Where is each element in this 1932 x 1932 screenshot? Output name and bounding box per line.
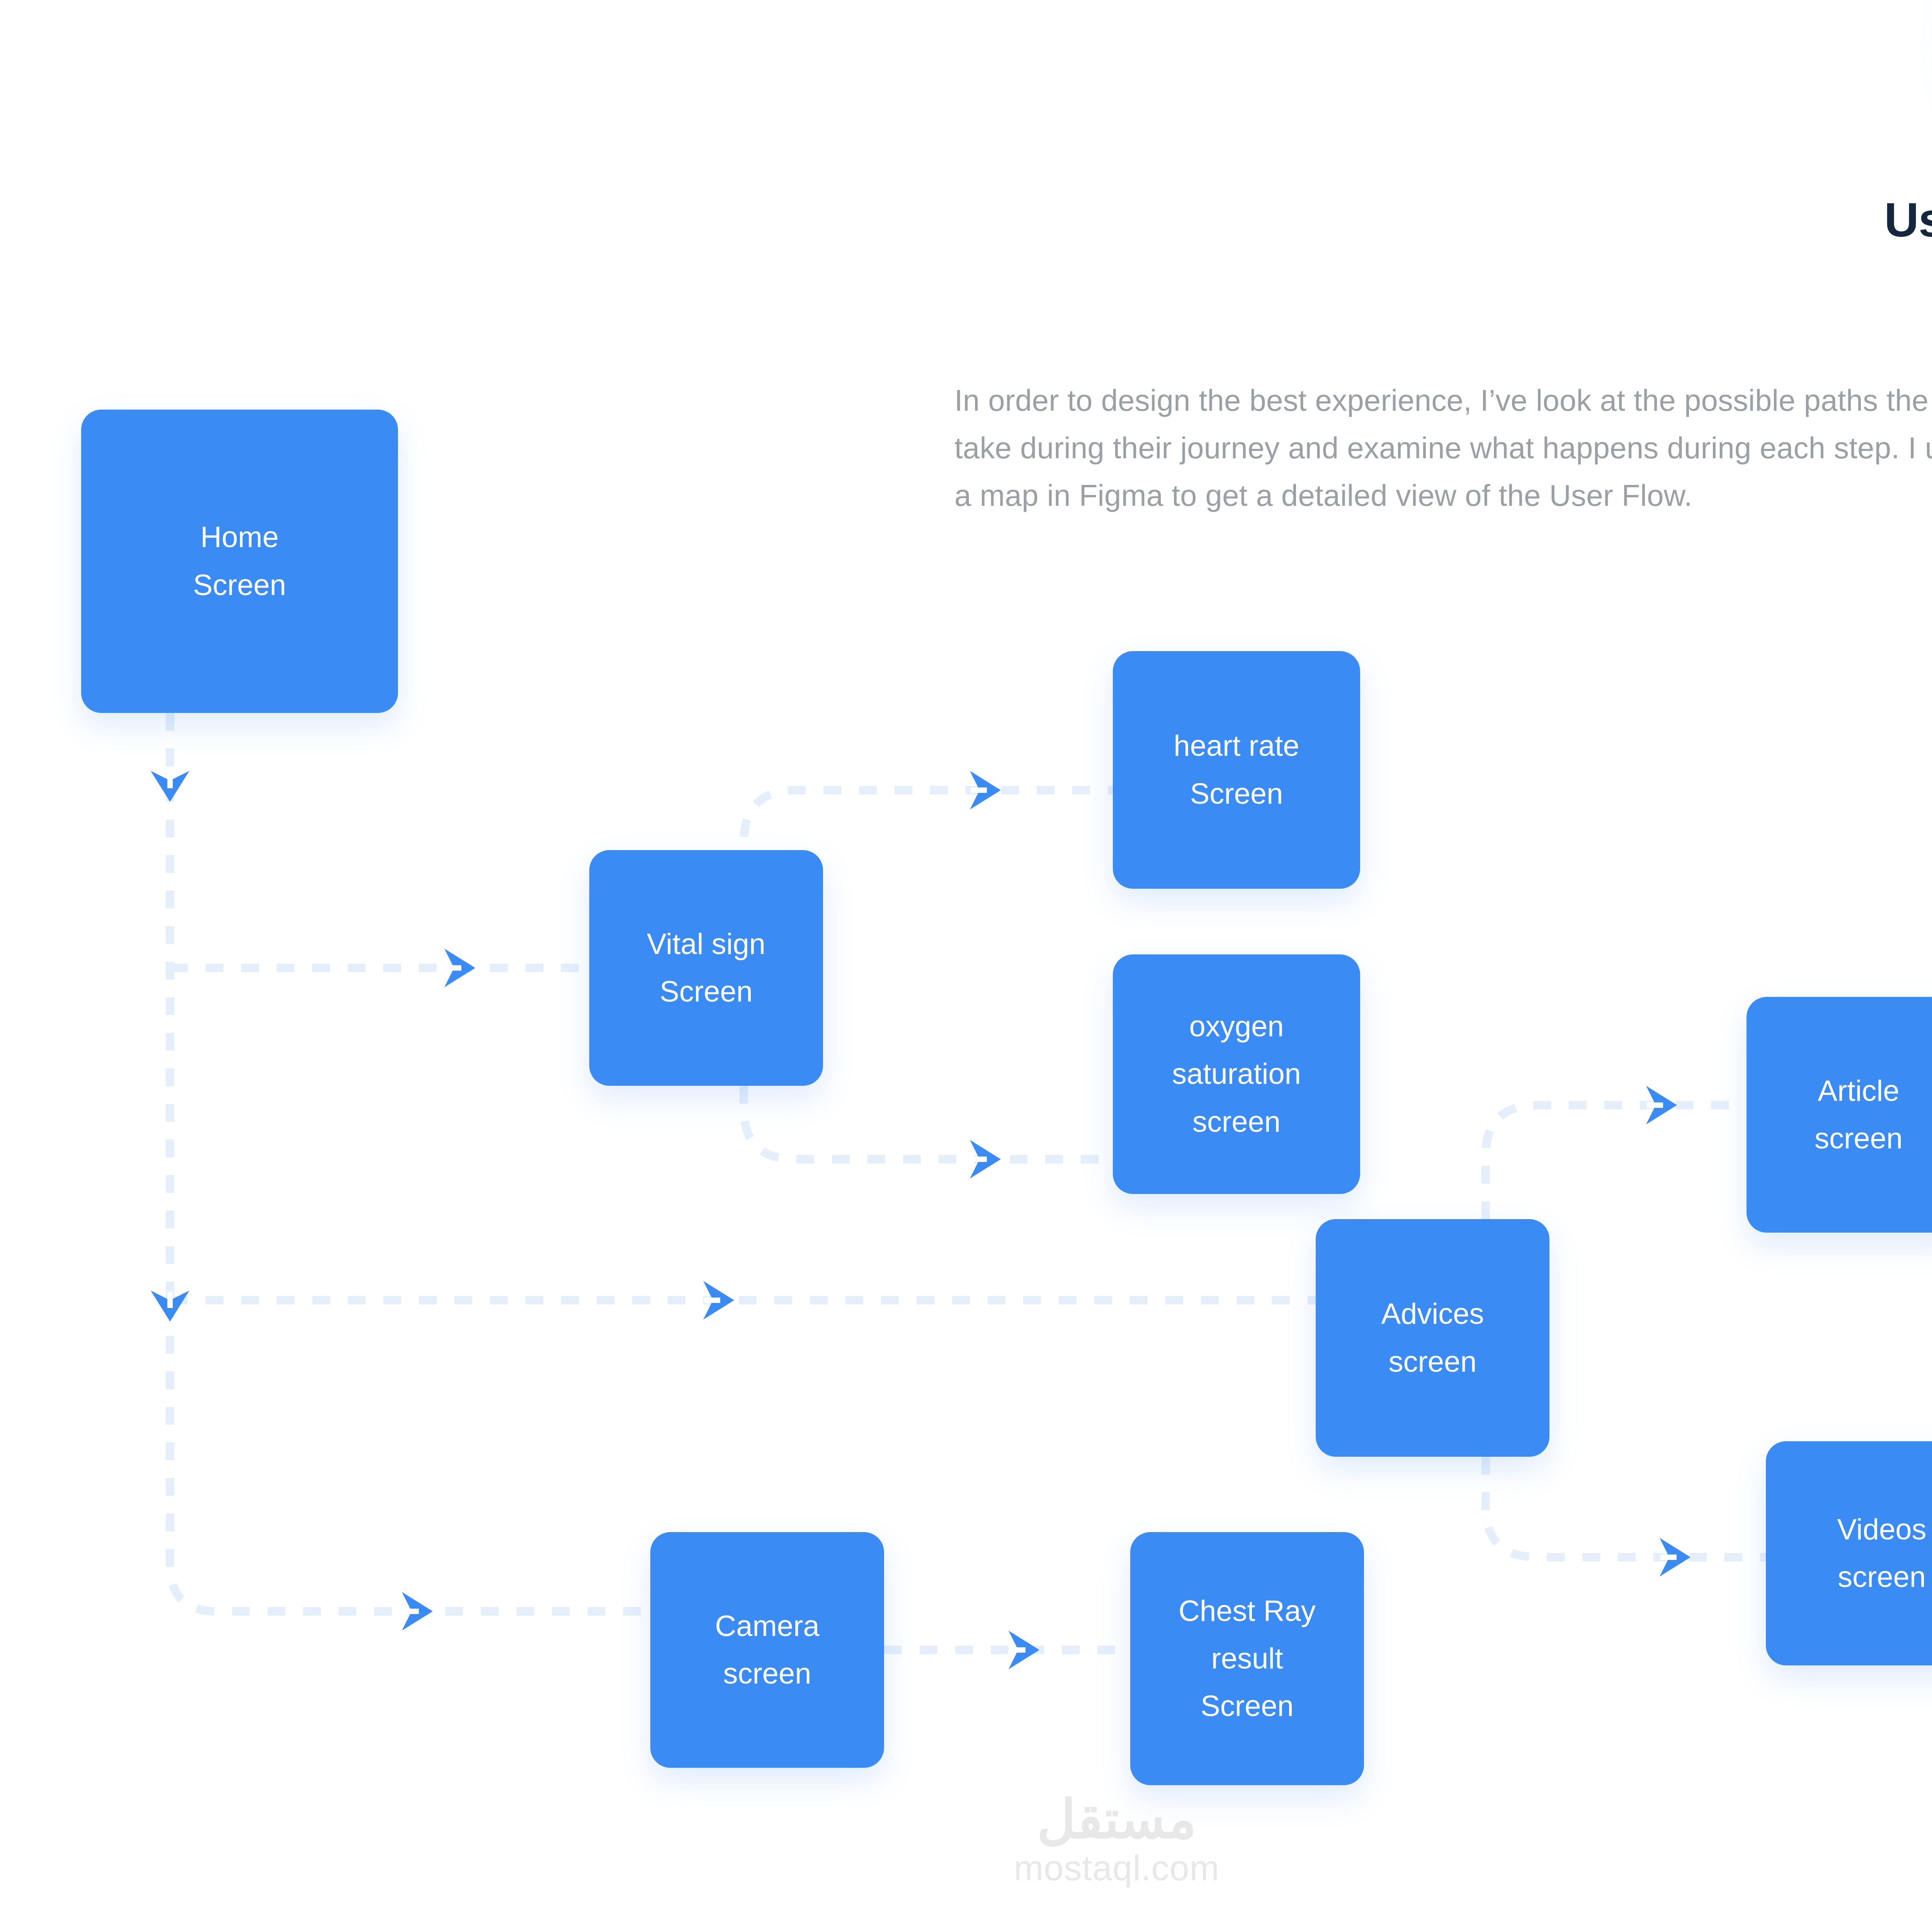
page-title: User Flow — [1884, 194, 1932, 247]
watermark-url: mostaql.com — [1014, 1849, 1220, 1888]
watermark-arabic: مستقل — [1037, 1790, 1197, 1849]
arrowhead-to-videos — [1660, 1538, 1690, 1577]
arrowhead-down-home — [151, 771, 189, 802]
arrowhead-to-vital — [444, 949, 475, 987]
arrowhead-to-advices — [703, 1281, 734, 1320]
intro-paragraph: In order to design the best experience, … — [954, 383, 1932, 513]
arrowhead-to-camera — [402, 1592, 433, 1631]
arrowhead-to-chestray — [1009, 1631, 1039, 1669]
arrowhead-to-article — [1646, 1086, 1677, 1124]
arrowhead-to-oxygen — [970, 1140, 1001, 1179]
arrowhead-to-heart — [970, 771, 1001, 810]
watermark: مستقل mostaql.com — [958, 1793, 1275, 1891]
arrowhead-down-trunk — [151, 1291, 189, 1321]
